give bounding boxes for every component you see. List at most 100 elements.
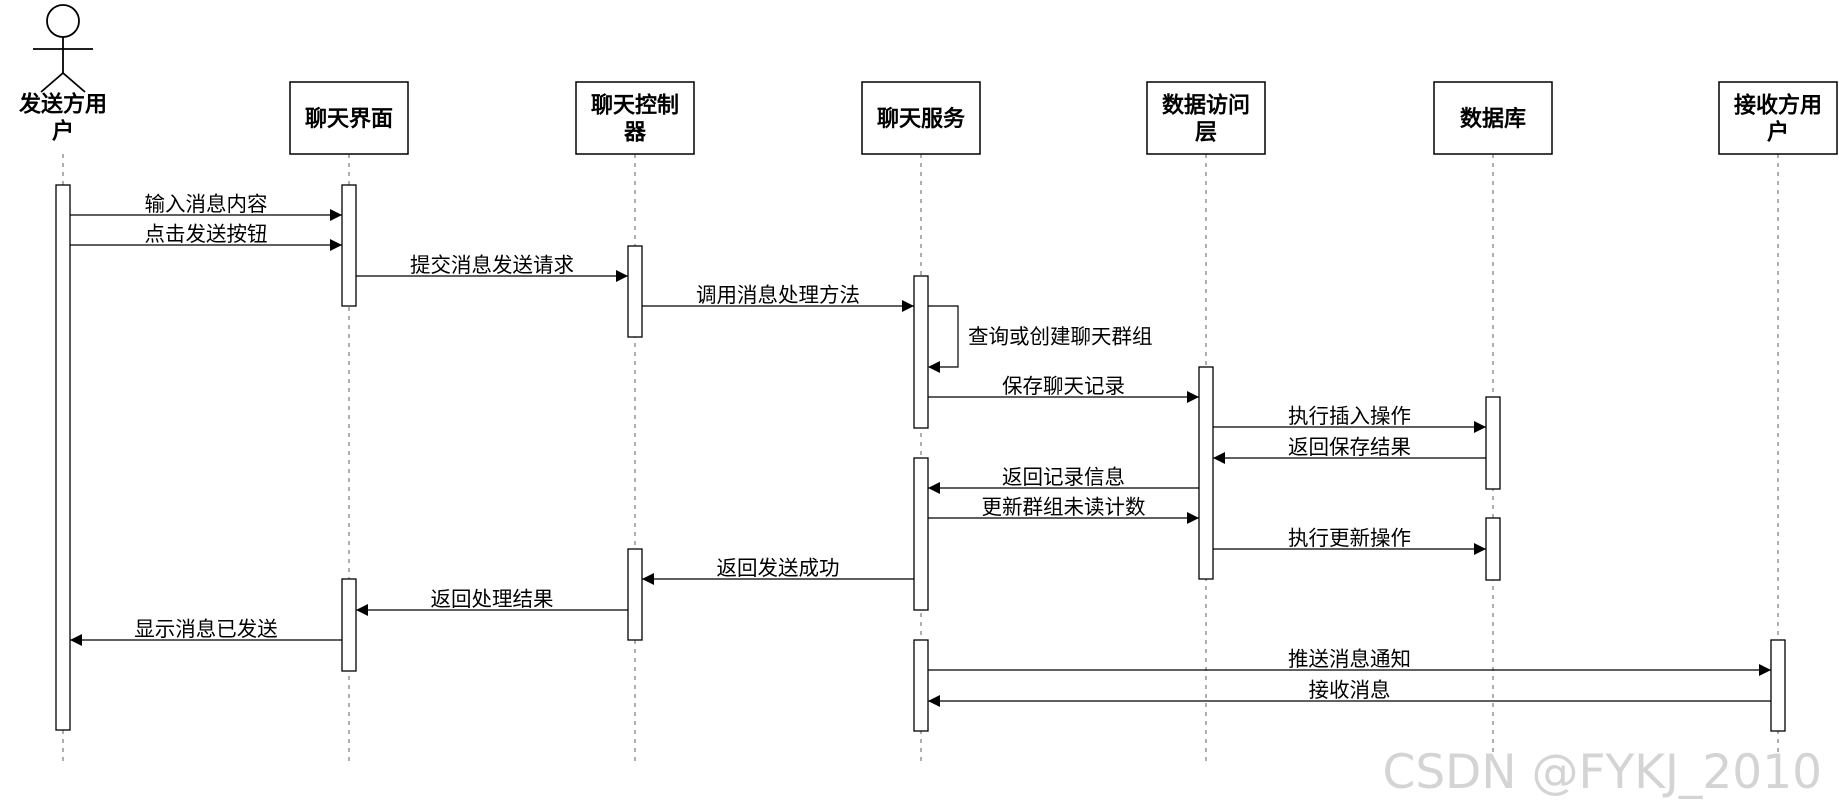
self-loop-line	[928, 305, 959, 368]
messages: 输入消息内容点击发送按钮提交消息发送请求调用消息处理方法查询或创建聊天群组保存聊…	[70, 192, 1771, 707]
message-label-bg	[998, 465, 1129, 489]
message-label: 返回记录信息	[1002, 465, 1125, 489]
message-label-bg	[426, 587, 558, 611]
message-label-bg	[977, 495, 1150, 519]
message-11: 执行更新操作	[1213, 526, 1486, 555]
participant-box-ui	[289, 81, 409, 155]
participant-label-svc: 聊天服务	[877, 107, 966, 132]
sender-actor-icon	[33, 4, 93, 93]
message-label: 提交消息发送请求	[410, 253, 574, 277]
arrow-head	[1759, 664, 1771, 676]
message-label: 查询或创建聊天群组	[968, 325, 1153, 349]
message-label: 推送消息通知	[1288, 647, 1411, 671]
participant-label-ctrl: 聊天控制	[591, 93, 679, 119]
participants: 发送方用户聊天界面聊天控制器聊天服务数据访问层数据库接收方用户	[18, 81, 1838, 155]
arrow-head	[1474, 543, 1486, 555]
message-label-bg	[998, 374, 1129, 398]
activation-svc	[913, 457, 929, 611]
activation-svc	[913, 275, 929, 429]
actor-leg-right	[62, 72, 86, 93]
participant-label-dal: 数据访问	[1162, 93, 1250, 119]
activation-svc	[913, 639, 929, 732]
message-label-bg	[712, 556, 844, 580]
arrow-head	[928, 695, 940, 707]
message-label-bg	[130, 617, 282, 641]
activation-ctrl	[627, 548, 643, 641]
participant-label-dal: 层	[1195, 121, 1217, 146]
activation-ui	[341, 184, 357, 307]
message-label: 点击发送按钮	[145, 222, 268, 246]
message-12: 返回发送成功	[642, 556, 914, 585]
message-label: 返回保存结果	[1288, 435, 1411, 459]
participant-label-sender: 发送方用	[18, 92, 107, 118]
message-8: 返回保存结果	[1213, 435, 1486, 464]
message-4: 调用消息处理方法	[642, 283, 914, 312]
actor-leg-left	[40, 72, 64, 93]
message-label: 输入消息内容	[145, 192, 268, 216]
arrow-head	[642, 573, 654, 585]
message-7: 执行插入操作	[1213, 404, 1486, 433]
message-label-bg	[406, 253, 578, 277]
arrow-head	[1213, 452, 1225, 464]
activation-db	[1485, 396, 1501, 490]
arrow-head	[928, 361, 940, 373]
message-10: 更新群组未读计数	[928, 495, 1199, 524]
arrow-head	[1474, 421, 1486, 433]
message-label-bg	[140, 222, 272, 246]
activation-bars	[55, 184, 1786, 732]
arrow-head	[330, 209, 342, 221]
message-label: 调用消息处理方法	[696, 283, 860, 307]
message-label: 保存聊天记录	[1002, 374, 1125, 398]
message-label: 返回发送成功	[717, 556, 840, 580]
participant-box-recv	[1718, 81, 1838, 155]
message-3: 提交消息发送请求	[356, 253, 628, 282]
message-label-bg	[1284, 526, 1415, 550]
activation-ctrl	[627, 245, 643, 338]
message-14: 显示消息已发送	[70, 617, 342, 646]
participant-ui: 聊天界面	[289, 81, 409, 155]
activation-recv	[1770, 639, 1786, 732]
participant-svc: 聊天服务	[861, 81, 981, 155]
message-label: 执行更新操作	[1288, 526, 1411, 550]
participant-box-dal	[1146, 81, 1266, 155]
message-2: 点击发送按钮	[70, 222, 342, 251]
actor-head	[46, 4, 80, 38]
participant-label-db: 数据库	[1460, 106, 1526, 132]
message-label: 执行插入操作	[1288, 404, 1411, 428]
participant-label-recv: 户	[1767, 120, 1789, 146]
message-label-bg	[1284, 435, 1415, 459]
activation-dal	[1198, 366, 1214, 580]
participant-box-db	[1433, 81, 1553, 155]
arrow-head	[330, 239, 342, 251]
activation-ui	[341, 578, 357, 672]
arrow-head	[616, 270, 628, 282]
message-5: 查询或创建聊天群组	[928, 305, 1153, 373]
arrow-head	[928, 482, 940, 494]
message-label-bg	[1284, 404, 1415, 428]
participant-label-recv: 接收方用	[1734, 93, 1822, 119]
participant-box-svc	[861, 81, 981, 155]
message-label-bg	[1304, 678, 1395, 702]
message-9: 返回记录信息	[928, 465, 1199, 494]
participant-label-ui: 聊天界面	[305, 107, 393, 132]
message-label-bg	[692, 283, 864, 307]
participant-box-ctrl	[575, 81, 695, 155]
participant-label-ctrl: 器	[623, 121, 647, 146]
arrow-head	[1187, 391, 1199, 403]
activation-db	[1485, 517, 1501, 581]
message-label: 显示消息已发送	[134, 617, 278, 641]
message-label-bg	[1284, 647, 1415, 671]
participant-label-sender: 户	[52, 119, 74, 145]
message-13: 返回处理结果	[356, 587, 628, 616]
arrow-head	[70, 634, 82, 646]
arrow-head	[902, 300, 914, 312]
message-label: 更新群组未读计数	[982, 495, 1146, 519]
message-15: 推送消息通知	[928, 647, 1771, 676]
participant-db: 数据库	[1433, 81, 1553, 155]
message-label-bg	[140, 192, 272, 216]
